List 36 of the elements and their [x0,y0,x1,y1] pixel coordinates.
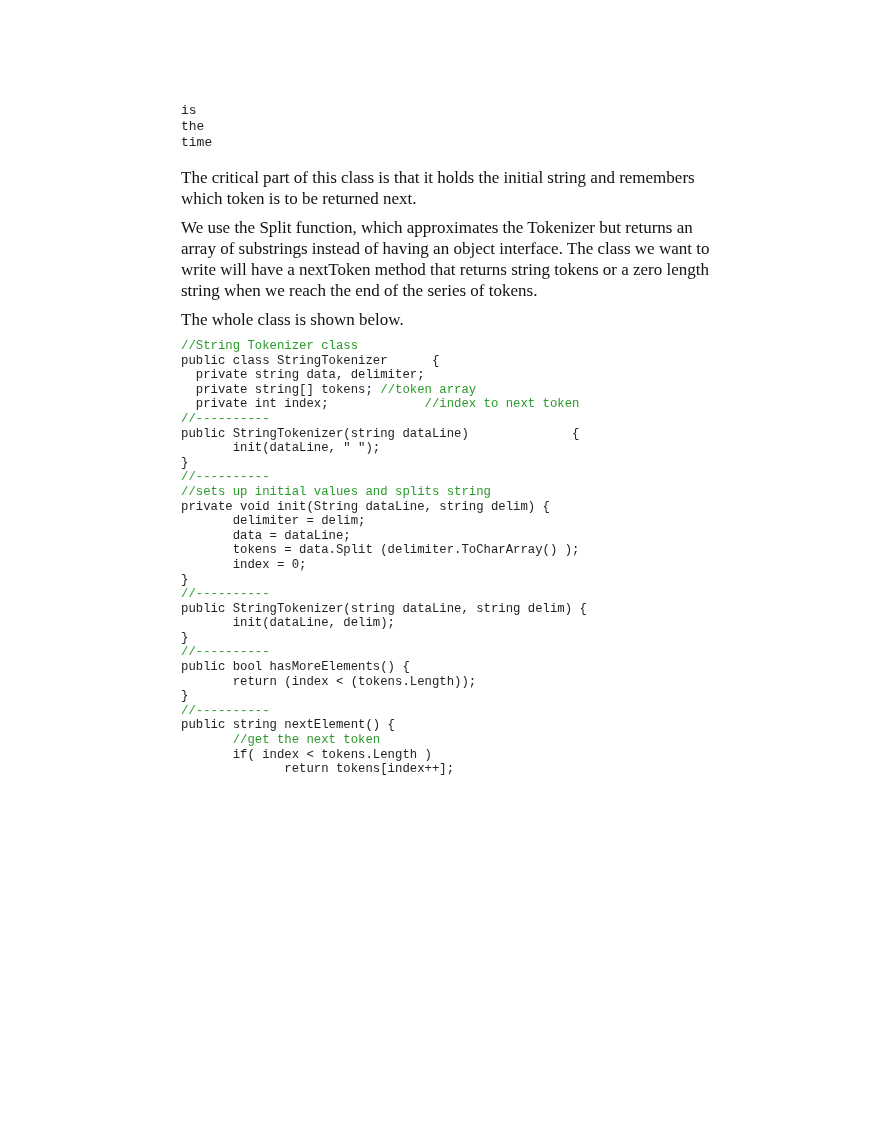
paragraph: We use the Split function, which approximates the Tokenizer but returns an array of substrings instead of having an object interface. The class we want to write will have a nextToken method that returns string tokens or a zero length string when we reach the end of the series of tokens. [181,217,711,301]
text-line: is [181,103,197,119]
code-line: private string data, delimiter; [194,368,425,383]
code-line: } [181,455,189,471]
code-line: //get the next token [231,733,381,748]
code-line: } [181,689,189,704]
code-line: public bool hasMoreElements() { [181,660,410,675]
code-line: index = 0; [231,557,307,573]
code-line: private string[] tokens; //token array [194,382,477,398]
code-line: public StringTokenizer(string dataLine, string delim) { [181,601,587,617]
code-line: if( index < tokens.Length ) [231,747,432,763]
code-line: } [181,572,189,588]
code-line: return tokens[index++]; [283,762,455,777]
code-line: //---------- [181,645,270,661]
code-line: init(dataLine, delim); [231,616,395,631]
code-line: } [181,630,189,646]
code-line: return (index < (tokens.Length)); [231,674,477,690]
text-line: time [181,135,213,151]
code-line: tokens = data.Split (delimiter.ToCharArray() ); [231,543,580,558]
code-line: //---------- [181,470,270,485]
code-line: private void init(String dataLine, string delim) { [181,499,550,515]
paragraph: The whole class is shown below. [181,309,405,330]
code-line: //---------- [181,411,270,427]
code-line: public StringTokenizer(string dataLine) { [181,426,580,442]
code-line: public string nextElement() { [181,718,395,734]
code-line: //String Tokenizer class [181,339,359,354]
code-line: //sets up initial values and splits string [181,484,491,500]
code-line: data = dataLine; [231,528,351,544]
code-line: init(dataLine, " "); [231,441,381,456]
text-line: the [181,119,205,135]
code-line: //---------- [181,587,270,602]
code-line: public class StringTokenizer { [181,353,440,369]
code-line: delimiter = delim; [231,514,366,529]
paragraph: The critical part of this class is that it holds the initial string and remembers which token is to be returned next. [181,167,696,209]
code-line: //---------- [181,703,270,719]
code-line: private int index; //index to next token [194,397,580,412]
